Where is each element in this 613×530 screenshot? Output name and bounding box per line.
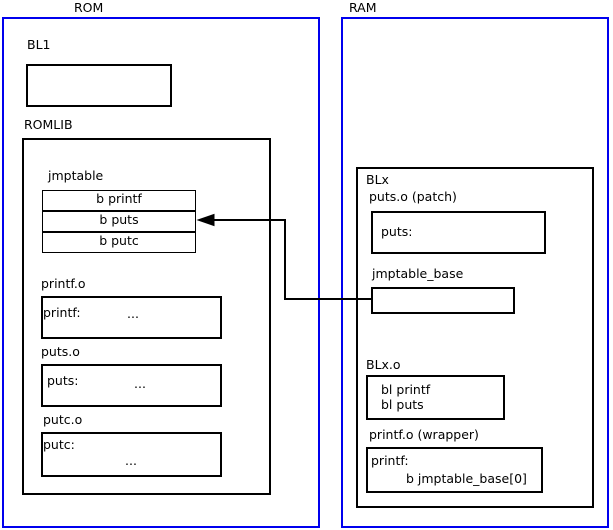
jmptable-base-box — [371, 287, 515, 314]
blx-label: BLx — [366, 172, 389, 187]
jmptable-entry-1-box — [42, 211, 196, 232]
blx-patch-label: puts.o (patch) — [369, 189, 457, 204]
romlib-putc-symbol: putc: — [43, 437, 75, 452]
rom-region-label: ROM — [74, 0, 104, 15]
blx-patch-symbol: puts: — [381, 224, 413, 239]
blx-o-line-0: bl printf — [381, 382, 431, 397]
jmptable-entry-0-text: b printf — [96, 191, 142, 206]
blx-wrapper-symbol: printf: — [371, 453, 409, 468]
romlib-puts-o-label: puts.o — [41, 344, 80, 359]
jmptable-entry-0-box — [42, 190, 196, 211]
jmptable-entry-1-text: b puts — [99, 212, 139, 227]
blx-o-box — [366, 375, 505, 420]
romlib-puts-body: ... — [134, 376, 146, 391]
bl1-label: BL1 — [27, 37, 51, 52]
jmptable-entry-2-text: b putc — [99, 233, 139, 248]
ram-region-label: RAM — [349, 0, 377, 15]
blx-patch-box — [371, 211, 546, 254]
jmptable-entry-2-box — [42, 232, 196, 253]
blx-wrapper-branch: b jmptable_base[0] — [406, 471, 527, 486]
blx-o-label: BLx.o — [366, 357, 401, 372]
blx-wrapper-label: printf.o (wrapper) — [369, 427, 479, 442]
romlib-putc-body: ... — [125, 453, 137, 468]
blx-o-line-1: bl puts — [381, 397, 424, 412]
romlib-putc-o-box — [41, 432, 222, 477]
romlib-puts-o-box — [41, 364, 222, 407]
romlib-putc-o-label: putc.o — [43, 412, 83, 427]
romlib-puts-symbol: puts: — [47, 373, 79, 388]
romlib-printf-o-label: printf.o — [41, 276, 86, 291]
romlib-printf-symbol: printf: — [43, 305, 81, 320]
jmptable-base-label: jmptable_base — [372, 266, 464, 281]
romlib-printf-o-box — [41, 296, 222, 339]
romlib-label: ROMLIB — [24, 117, 73, 132]
blx-wrapper-box — [366, 447, 543, 493]
jmptable-label: jmptable — [48, 168, 104, 183]
romlib-printf-body: ... — [127, 306, 139, 321]
bl1-box — [26, 64, 172, 107]
